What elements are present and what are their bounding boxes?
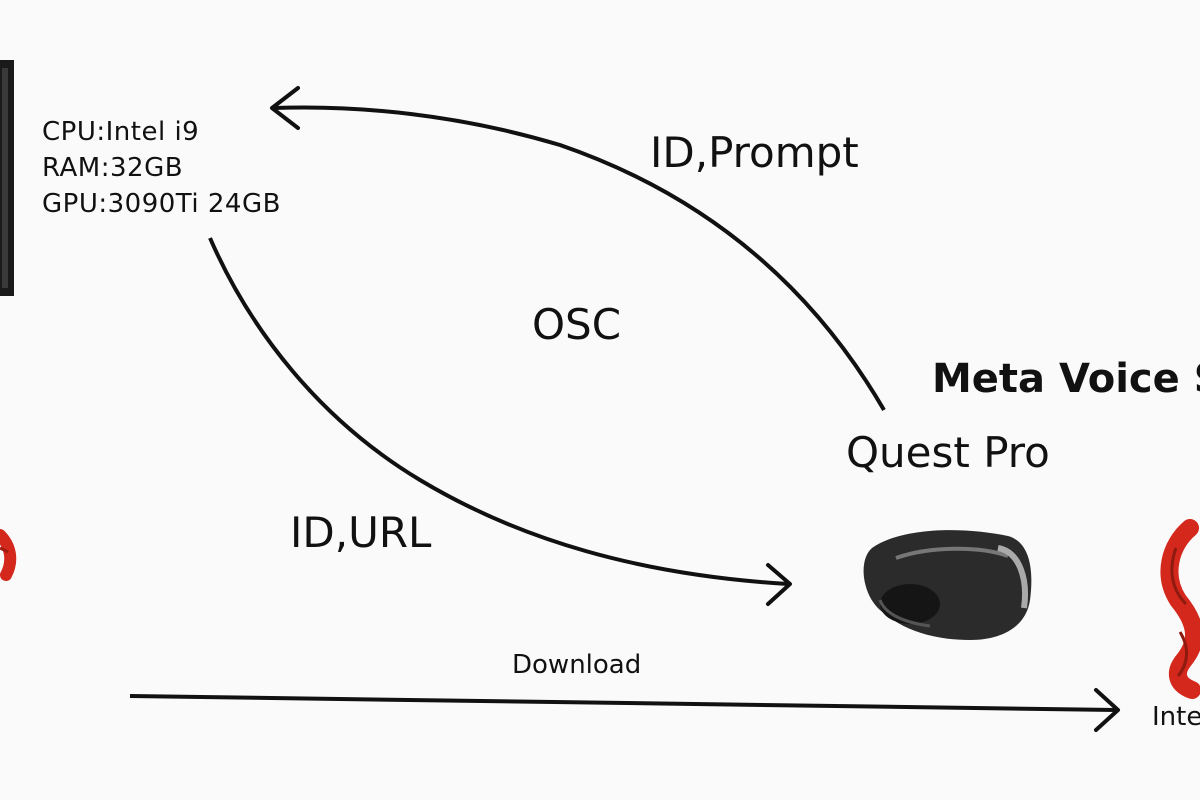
edge-label-id-url: ID,URL xyxy=(290,508,432,557)
edge-label-download: Download xyxy=(512,650,642,680)
vr-headset-icon xyxy=(863,530,1032,640)
pc-spec-list: CPU:Intel i9 RAM:32GB GPU:3090Ti 24GB xyxy=(42,114,281,222)
edge-label-osc: OSC xyxy=(532,300,622,349)
red-figure-icon xyxy=(0,529,17,581)
pc-tower-icon xyxy=(0,60,14,296)
arrow-download xyxy=(129,688,1120,732)
edge-label-id-prompt: ID,Prompt xyxy=(650,128,859,177)
voice-sdk-label: Meta Voice S xyxy=(932,356,1200,402)
arrow-id-url xyxy=(208,237,792,606)
arrow-id-prompt xyxy=(270,86,886,412)
device-name-label: Quest Pro xyxy=(846,428,1050,477)
pc-spec-cpu: CPU:Intel i9 xyxy=(42,117,200,147)
right-partial-label: Inte xyxy=(1152,702,1200,732)
red-figure-icon xyxy=(1160,519,1200,699)
pc-spec-ram: RAM:32GB xyxy=(42,153,184,183)
pc-spec-gpu: GPU:3090Ti 24GB xyxy=(42,189,281,219)
